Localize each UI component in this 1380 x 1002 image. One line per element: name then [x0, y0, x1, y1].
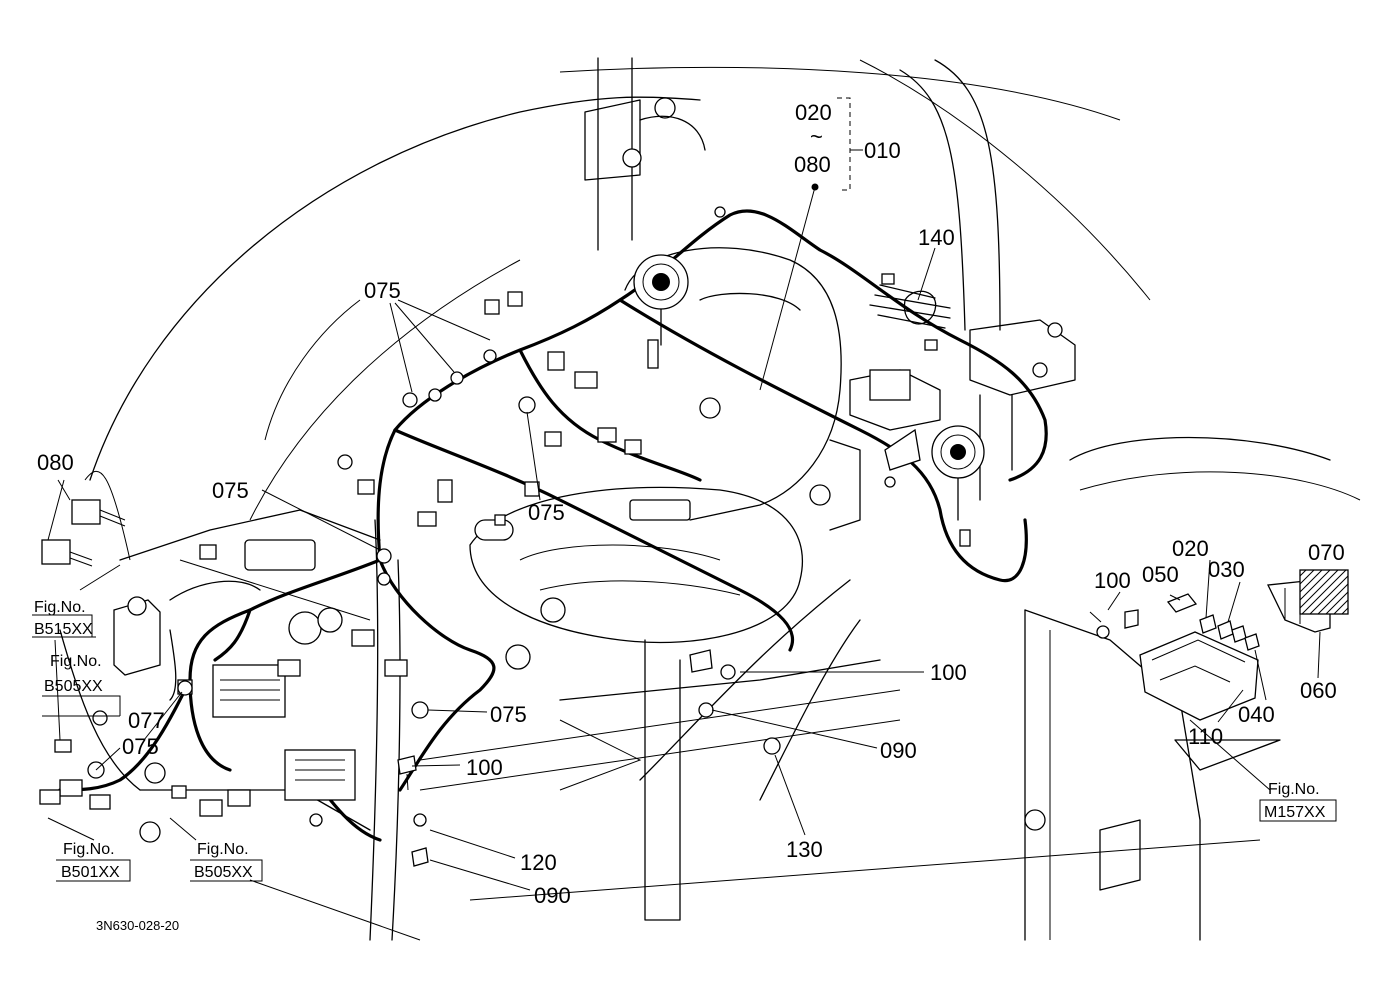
- left-panel: [59, 509, 381, 831]
- right-fender: [849, 369, 1361, 941]
- fig-ref-m157-code: M157XX: [1264, 804, 1326, 821]
- callout-140: 140: [918, 225, 955, 250]
- callout-110: 110: [1188, 724, 1223, 749]
- callout-labels: 020 ~ 080 010 140 075 075 075 075 075 08…: [37, 100, 1345, 908]
- callout-070: 070: [1308, 540, 1345, 565]
- fig-ref-b515-code: B515XX: [34, 621, 93, 638]
- fig-ref-b505-upper-label: Fig.No.: [50, 653, 102, 670]
- horns: [633, 254, 985, 521]
- callout-075-a: 075: [364, 278, 401, 303]
- seat: [469, 247, 861, 644]
- fig-ref-boxes: [32, 614, 1337, 882]
- callout-090-b: 090: [534, 883, 571, 908]
- fender-outline: [89, 59, 1151, 521]
- fig-ref-b501-code: B501XX: [61, 864, 120, 881]
- callout-120: 120: [520, 850, 557, 875]
- callout-077: 077: [128, 708, 165, 733]
- callout-080-left: 080: [37, 450, 74, 475]
- callout-100-b: 100: [930, 660, 967, 685]
- fig-ref-b501-label: Fig.No.: [63, 841, 115, 858]
- callout-080-top: 080: [794, 152, 831, 177]
- callout-030: 030: [1208, 557, 1245, 582]
- floor-frame: [249, 519, 1261, 941]
- callout-075-c: 075: [528, 500, 565, 525]
- connectors: [39, 291, 971, 843]
- callout-075-e: 075: [122, 734, 159, 759]
- callout-tilde: ~: [810, 124, 823, 149]
- diagram-code: 3N630-028-20: [96, 918, 179, 933]
- callout-010: 010: [864, 138, 901, 163]
- fig-ref-b515-label: Fig.No.: [34, 599, 86, 616]
- harness-140: [869, 273, 951, 351]
- callout-130: 130: [786, 837, 823, 862]
- callout-020-right: 020: [1172, 536, 1209, 561]
- fig-ref-b505-upper-code: B505XX: [44, 678, 103, 695]
- fig-ref-m157-label: Fig.No.: [1268, 781, 1320, 798]
- callout-040: 040: [1238, 702, 1275, 727]
- grommets: [87, 206, 726, 779]
- callout-060: 060: [1300, 678, 1337, 703]
- rops-frame: [584, 57, 1076, 501]
- callout-020-top: 020: [795, 100, 832, 125]
- fasteners: [309, 609, 1255, 867]
- callout-075-b: 075: [212, 478, 249, 503]
- fig-ref-b505-lower-code: B505XX: [194, 864, 253, 881]
- label-plate-070: [1299, 569, 1349, 615]
- callout-100-c: 100: [466, 755, 503, 780]
- callout-100-a: 100: [1094, 568, 1131, 593]
- callout-050: 050: [1142, 562, 1179, 587]
- callout-090-a: 090: [880, 738, 917, 763]
- leader-lines: [47, 97, 1321, 891]
- wiring-harness: [58, 209, 1048, 842]
- fig-ref-labels: Fig.No. B515XX Fig.No. B505XX Fig.No. B5…: [34, 599, 1326, 881]
- callout-075-d: 075: [490, 702, 527, 727]
- fig-ref-b505-lower-label: Fig.No.: [197, 841, 249, 858]
